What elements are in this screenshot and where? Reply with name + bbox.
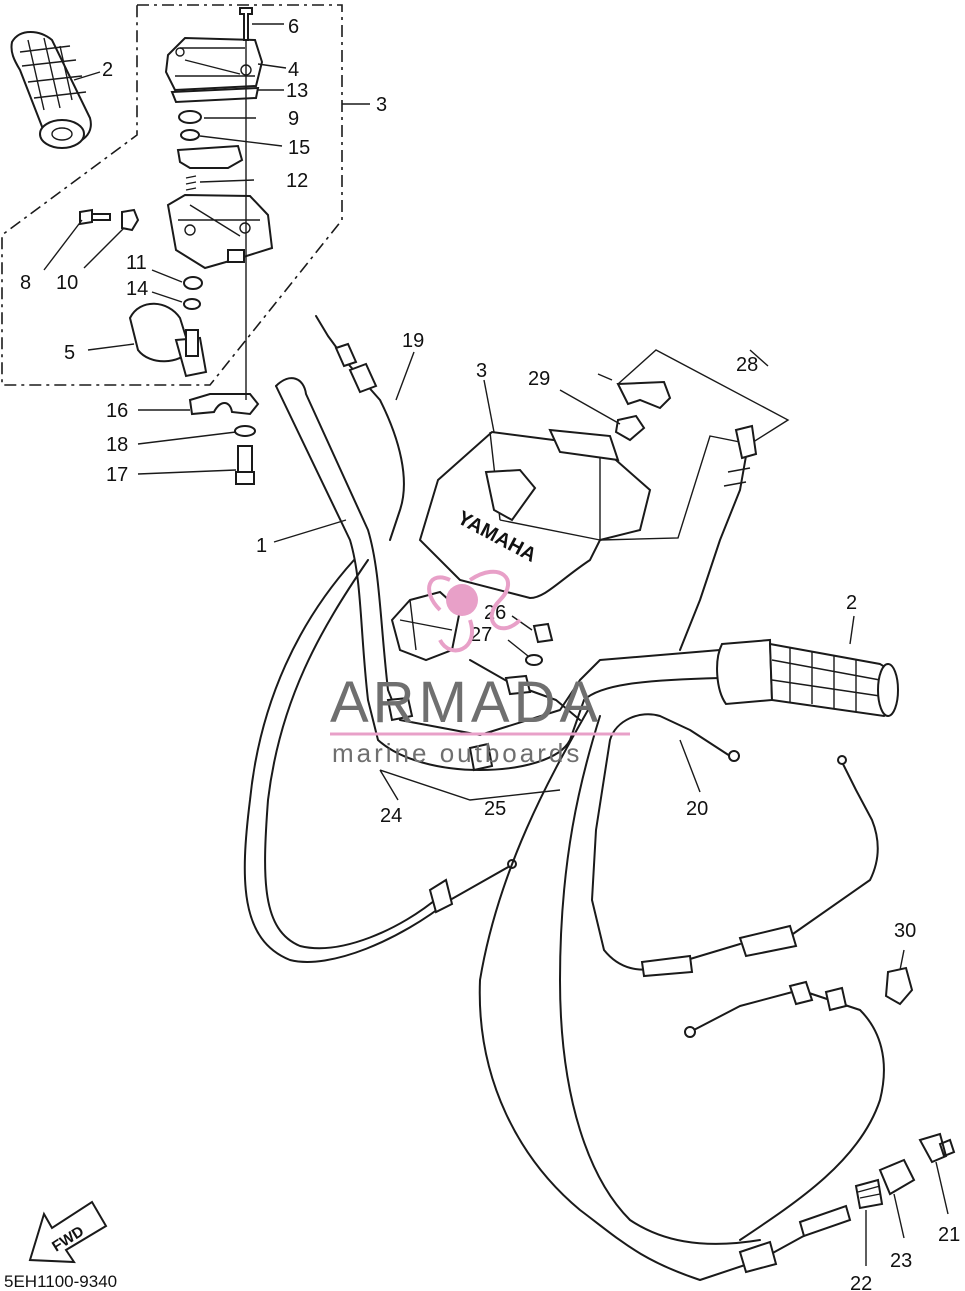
callout-4: 3	[376, 94, 387, 116]
callout-23: 23	[890, 1250, 912, 1272]
callout-16: 16	[106, 400, 128, 422]
clip-30	[884, 966, 914, 1006]
nut-29	[614, 414, 646, 442]
nut-10	[121, 208, 140, 232]
callout-20: 20	[686, 798, 708, 820]
callout-29: 29	[528, 368, 550, 390]
watermark: ARMADA marine outboards	[330, 569, 630, 768]
washer-27	[525, 654, 543, 666]
callout-18: 18	[106, 434, 128, 456]
spring-22-coils	[857, 1185, 881, 1199]
callout-8: 8	[20, 272, 31, 294]
left-grip	[10, 31, 92, 149]
washer-18	[234, 425, 256, 437]
nut-9	[178, 110, 202, 124]
bolt-17	[235, 445, 255, 485]
screw-26	[532, 622, 554, 644]
screw-7	[239, 7, 253, 41]
switch-upper-cover	[164, 36, 264, 92]
watermark-title: ARMADA	[330, 670, 602, 735]
leader-lines	[43, 23, 949, 1266]
fwd-arrow-icon: FWD	[28, 1200, 108, 1264]
handlebar	[275, 377, 721, 772]
cable-30-route	[640, 755, 879, 978]
cable-guide	[616, 380, 672, 410]
watermark-subtitle: marine outboards	[332, 738, 582, 768]
callout-26: 26	[484, 602, 506, 624]
callout-19: 19	[402, 330, 424, 352]
throttle-lever-6	[128, 302, 208, 378]
cable-left-long	[243, 559, 517, 963]
guide-pin	[597, 373, 613, 381]
callout-30: 30	[894, 920, 916, 942]
callout-25: 25	[484, 798, 506, 820]
callout-labels: 2 6 4 13 3 9 15 12 8 10 11 14 5 16 18 17…	[20, 16, 960, 1291]
cable-20	[591, 713, 741, 971]
clamp-16	[188, 393, 260, 416]
callout-6: 5	[64, 342, 75, 364]
assembly-group-outline	[1, 4, 343, 386]
callout-5: 4	[288, 59, 299, 81]
callout-24: 24	[380, 805, 402, 827]
washer-11	[183, 276, 203, 290]
right-grip	[716, 638, 899, 718]
bolt-8	[79, 208, 111, 226]
callout-22: 22	[850, 1273, 872, 1291]
watermark-logo-icon	[427, 569, 522, 653]
callout-3: 3	[476, 360, 487, 382]
callout-17: 17	[106, 464, 128, 486]
cable-19	[315, 315, 405, 541]
gasket-13	[170, 86, 260, 104]
switch-body	[166, 193, 274, 270]
washer-14	[183, 298, 201, 310]
adjuster-21	[918, 1132, 956, 1164]
lever-bracket	[176, 144, 244, 169]
boot-23	[878, 1158, 916, 1196]
part-code: 5EH1100-9340	[4, 1272, 117, 1291]
callout-1: 1	[256, 535, 267, 557]
callout-2-left: 2	[102, 59, 113, 81]
callout-27: 27	[470, 624, 492, 646]
callout-9: 9	[288, 108, 299, 130]
spring-12	[185, 175, 197, 191]
callout-28: 28	[736, 354, 758, 376]
cable-24-25	[469, 659, 581, 721]
cable-lower-long	[478, 709, 885, 1281]
washer-15	[180, 129, 200, 141]
callout-13: 13	[286, 80, 308, 102]
callout-12: 12	[286, 170, 308, 192]
callout-10: 10	[56, 272, 78, 294]
callout-21: 21	[938, 1224, 960, 1246]
callout-2-right: 2	[846, 592, 857, 614]
callout-14: 14	[126, 278, 148, 300]
cable-upper-right	[679, 424, 758, 651]
callout-15: 15	[288, 137, 310, 159]
handlebar-cover: YAMAHA	[418, 428, 652, 600]
callout-7: 6	[288, 16, 299, 38]
callout-11: 11	[126, 252, 147, 274]
